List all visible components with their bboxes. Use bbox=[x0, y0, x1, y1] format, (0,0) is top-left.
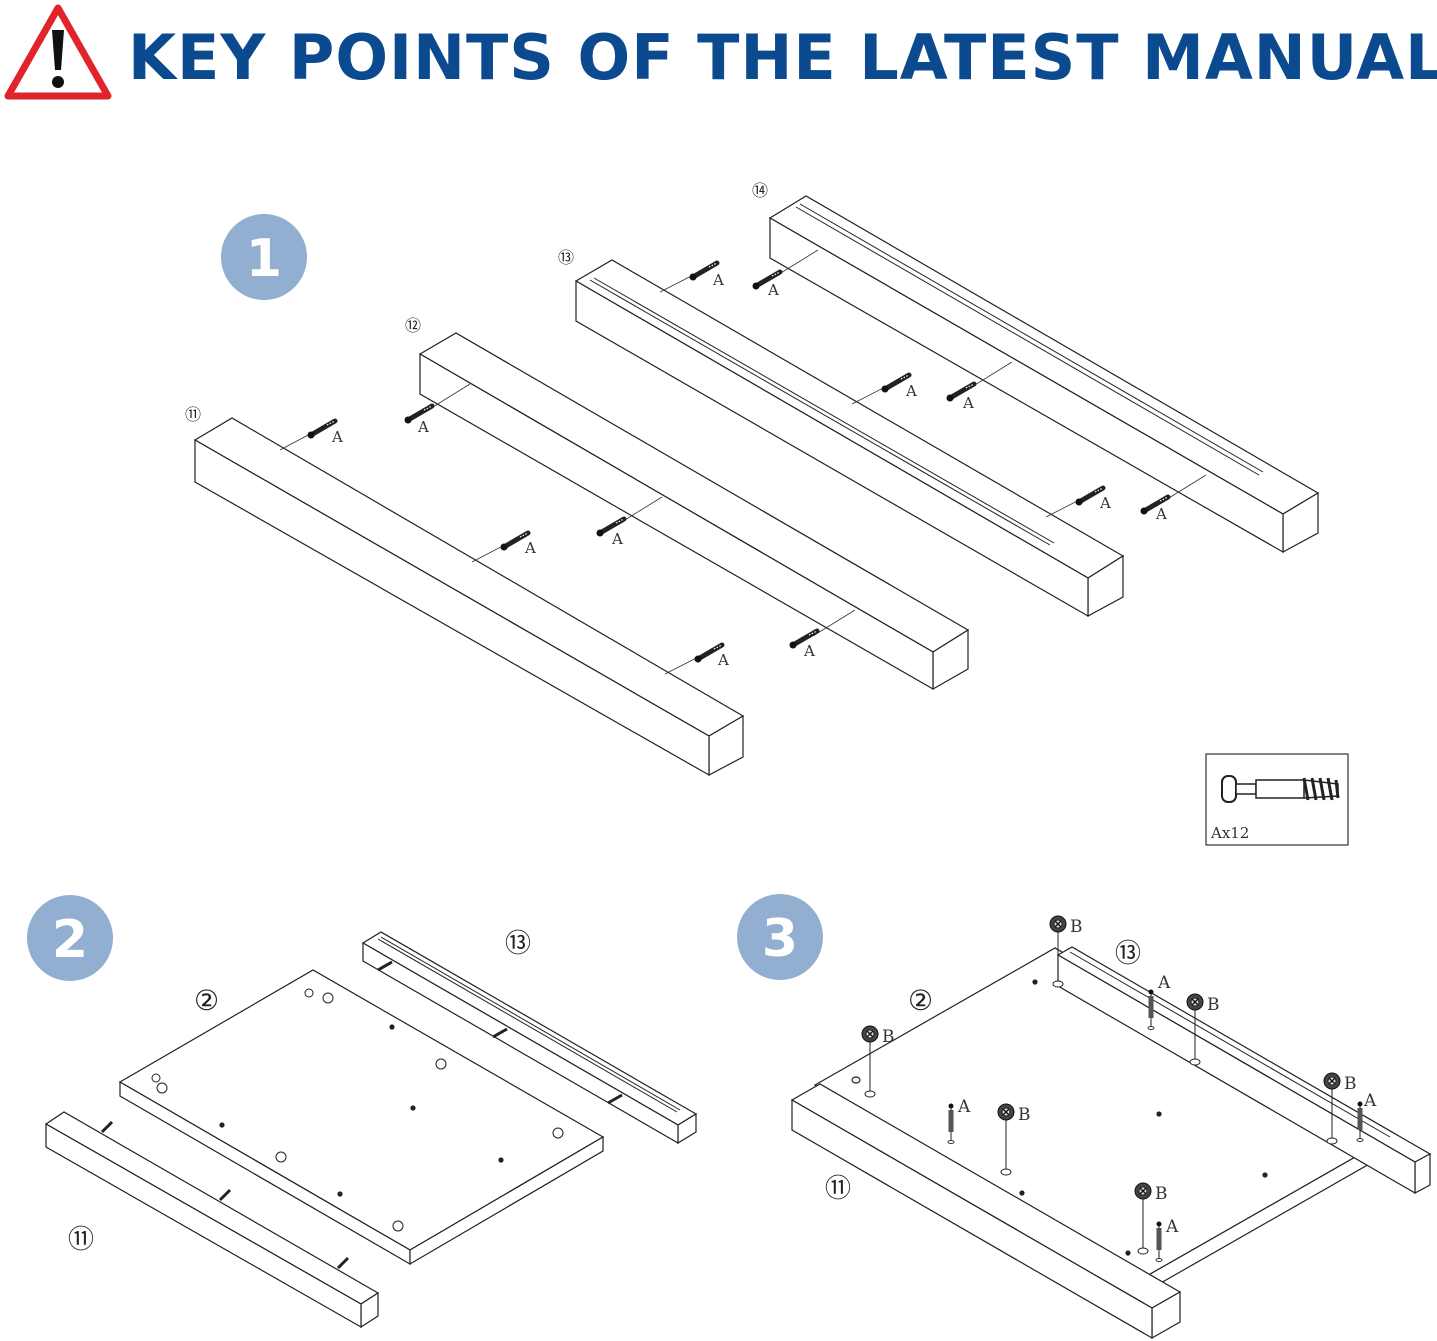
cam-lock-label: B bbox=[1018, 1105, 1031, 1125]
cam-bolts-step1 bbox=[279, 249, 1207, 675]
cam-locks-step3 bbox=[861, 915, 1341, 1255]
cam-bolt-labels-step1: A A A A A A A A A A A A bbox=[331, 271, 1167, 669]
cam-bolt-label: A bbox=[905, 382, 917, 400]
cam-bolt-label: A bbox=[717, 651, 729, 669]
cam-bolt-icon bbox=[308, 421, 336, 439]
cam-bolt-label: A bbox=[524, 539, 536, 557]
header: KEY POINTS OF THE LATEST MANUAL bbox=[0, 0, 1437, 110]
part-label-2-step2: ② bbox=[194, 984, 219, 1017]
page-title: KEY POINTS OF THE LATEST MANUAL bbox=[128, 21, 1437, 94]
beam-11-step2 bbox=[44, 1111, 380, 1329]
legend-quantity: Ax12 bbox=[1210, 824, 1249, 842]
panel-2-step2 bbox=[118, 969, 605, 1266]
cam-lock-label: B bbox=[882, 1027, 895, 1047]
cam-lock-icon bbox=[1186, 993, 1204, 1011]
cam-lock-icon bbox=[1323, 1072, 1341, 1090]
cam-lock-icon bbox=[861, 1025, 879, 1043]
part-label-11-step3: ⑪ bbox=[825, 1174, 851, 1204]
beam-11 bbox=[193, 417, 745, 777]
beam-13 bbox=[574, 259, 1125, 618]
cam-bolt-labels-step3: A A A A bbox=[957, 973, 1377, 1237]
hardware-legend: Ax12 bbox=[1205, 753, 1349, 846]
cam-lock-icon bbox=[1049, 915, 1067, 933]
cam-bolt-label: A bbox=[962, 394, 974, 412]
cam-lock-icon bbox=[1134, 1182, 1152, 1200]
part-label-11: ⑪ bbox=[185, 405, 201, 424]
beam-11-step3 bbox=[790, 1083, 1182, 1340]
step1-number: 1 bbox=[246, 229, 282, 289]
cam-bolt-label: A bbox=[611, 530, 623, 548]
step2-number: 2 bbox=[52, 910, 88, 970]
beam-14 bbox=[768, 195, 1320, 554]
step3-number: 3 bbox=[762, 909, 798, 969]
cam-bolt-label: A bbox=[1157, 973, 1171, 993]
cam-bolt-label: A bbox=[957, 1097, 971, 1117]
cam-lock-label: B bbox=[1207, 995, 1220, 1015]
cam-bolt-label: A bbox=[712, 271, 724, 289]
beam-12 bbox=[418, 332, 970, 691]
cam-bolt-label: A bbox=[331, 428, 343, 446]
cam-bolt-label: A bbox=[1165, 1217, 1179, 1237]
part-label-12: ⑫ bbox=[405, 316, 421, 335]
part-label-11-step2: ⑪ bbox=[68, 1225, 94, 1255]
cam-bolt-label: A bbox=[417, 418, 429, 436]
cam-lock-labels-step3: B B B B B B bbox=[882, 917, 1357, 1204]
part-label-14: ⑭ bbox=[752, 181, 768, 200]
cam-lock-label: B bbox=[1070, 917, 1083, 937]
cam-bolt-label: A bbox=[1155, 505, 1167, 523]
warning-triangle-icon bbox=[4, 4, 112, 100]
cam-lock-label: B bbox=[1344, 1074, 1357, 1094]
part-label-13-step3: ⑬ bbox=[1115, 939, 1141, 969]
cam-bolt-label: A bbox=[1099, 494, 1111, 512]
cam-bolt-icon bbox=[501, 533, 529, 551]
cam-bolt-icon bbox=[882, 375, 910, 393]
cam-bolt-label: A bbox=[803, 642, 815, 660]
part-label-13-step2: ⑬ bbox=[505, 929, 531, 959]
cam-bolt-icon bbox=[1221, 775, 1340, 803]
step2-badge: 2 bbox=[27, 895, 113, 981]
cam-lock-label: B bbox=[1155, 1184, 1168, 1204]
beam-13-step2 bbox=[361, 931, 698, 1145]
cam-lock-icon bbox=[997, 1103, 1015, 1121]
cam-bolt-icon bbox=[1076, 488, 1104, 506]
part-label-2-step3: ② bbox=[908, 984, 933, 1017]
cam-bolt-label: A bbox=[1363, 1091, 1377, 1111]
step3-badge: 3 bbox=[737, 894, 823, 980]
cam-bolt-label: A bbox=[767, 281, 779, 299]
part-label-13: ⑬ bbox=[558, 248, 574, 267]
step1-badge: 1 bbox=[221, 214, 307, 300]
